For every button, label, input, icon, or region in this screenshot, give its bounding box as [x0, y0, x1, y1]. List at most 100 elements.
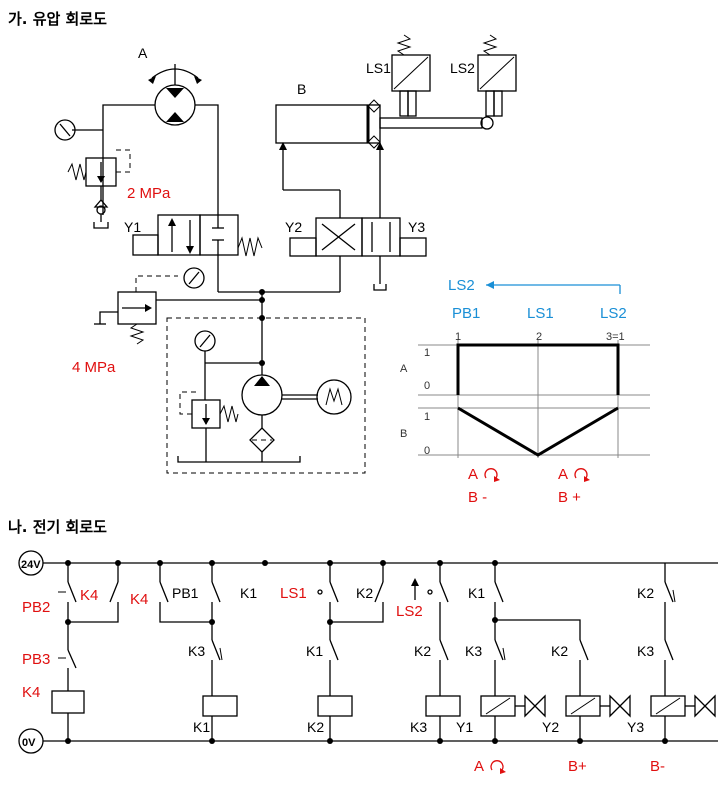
k2-no-contact-2 — [439, 639, 449, 661]
valve-y2y3-right-box — [361, 217, 401, 257]
k3-nc-contact-1 — [211, 639, 221, 661]
k1-contact2-label: K1 — [306, 643, 323, 659]
k1-contact3-label: K1 — [468, 585, 485, 601]
out-bminus-label: B- — [650, 758, 665, 775]
phase2-motor-label: A — [558, 466, 568, 483]
event-ls1-label: LS1 — [527, 305, 554, 322]
k2-self-hold-contact — [374, 581, 384, 603]
pressure-gauge-2-icon — [183, 267, 205, 289]
pressure-gauge-icon — [54, 119, 76, 141]
electric-heading: 나. 전기 회로도 — [8, 518, 107, 536]
phase1-motor-label: A — [468, 466, 478, 483]
ls2-switch-label: LS2 — [450, 60, 475, 76]
solenoid-y2-symbol — [289, 237, 317, 257]
k4-contact2-label: K4 — [130, 591, 148, 608]
ls1-switch-label: LS1 — [366, 60, 391, 76]
relay-coil-k2 — [317, 695, 353, 717]
phase2-cyl-label: B + — [558, 489, 581, 506]
phase1-cyl-label: B - — [468, 489, 487, 506]
k1-self-hold-contact — [211, 581, 221, 603]
k4-coil-label: K4 — [22, 684, 40, 701]
k2-contact3-label: K2 — [551, 643, 568, 659]
solenoid-valve-y1-icon — [524, 694, 546, 718]
hydraulic-heading: 가. 유압 회로도 — [8, 10, 107, 28]
cylinder-label: B — [297, 81, 306, 97]
ground-label: 0V — [22, 737, 36, 749]
motor-triangle-top — [166, 88, 184, 98]
y3-valve-label: Y3 — [408, 219, 425, 235]
level-a-0: 0 — [424, 380, 430, 392]
level-a-1: 1 — [424, 347, 430, 359]
supply-label: 24V — [21, 559, 41, 571]
step-2-label: 2 — [536, 331, 542, 343]
cylinder-b-symbol — [275, 104, 381, 144]
spring-icon — [67, 162, 87, 181]
k2-no-contact-3 — [579, 639, 589, 661]
out-bplus-label: B+ — [568, 758, 587, 775]
rotation-icon-3 — [490, 760, 504, 771]
k3-contact1-label: K3 — [188, 643, 205, 659]
pressure-2mpa-label: 2 MPa — [127, 185, 171, 202]
power-unit-box — [166, 317, 366, 474]
level-b-1: 1 — [424, 411, 430, 423]
solenoid-y3-symbol — [399, 237, 427, 257]
k3-contact3-label: K3 — [637, 643, 654, 659]
check-valve-icon — [93, 199, 109, 208]
cylinder-b-timing-line — [457, 406, 619, 457]
k3-nc-contact-2 — [494, 639, 504, 661]
motor-a-timing-line — [456, 343, 620, 395]
k2-contact2-label: K2 — [414, 643, 431, 659]
displacement-step-diagram: LS2 PB1 LS1 LS2 1 2 3=1 A B 1 0 1 0 A B … — [400, 277, 650, 506]
sol-y2-label: Y2 — [542, 719, 559, 735]
k4-contact1-label: K4 — [80, 587, 98, 604]
pb3-contact — [67, 649, 77, 669]
coil-k3-label: K3 — [410, 719, 427, 735]
y1-valve-label: Y1 — [124, 219, 141, 235]
k2-contact1-label: K2 — [356, 585, 373, 601]
ls2-elec-label: LS2 — [396, 603, 423, 620]
row-b-label: B — [400, 428, 407, 440]
coil-k1-label: K1 — [193, 719, 210, 735]
event-ls2-label: LS2 — [600, 305, 627, 322]
relay-coil-k4 — [51, 690, 85, 714]
electric-motor-symbol — [316, 379, 352, 415]
ls2-actuated-arrow-icon — [411, 578, 419, 586]
arrow-left-icon — [486, 281, 494, 289]
sol-y3-label: Y3 — [627, 719, 644, 735]
motor-triangle-bottom — [166, 112, 184, 122]
pb1-contact — [159, 581, 169, 603]
y2-valve-label: Y2 — [285, 219, 302, 235]
relay-coil-k1 — [202, 695, 238, 717]
pressure-4mpa-label: 4 MPa — [72, 359, 116, 376]
k2-contact4-label: K2 — [637, 585, 654, 601]
row-a-label: A — [400, 363, 408, 375]
step-1-label: 1 — [455, 331, 461, 343]
ls2-contact — [439, 581, 449, 603]
step-3-label: 3=1 — [606, 331, 625, 343]
valve-y1-left-box — [157, 214, 201, 256]
k2-nc-contact-4 — [664, 581, 674, 603]
pb3-label: PB3 — [22, 651, 50, 668]
rotation-icon-2 — [574, 468, 588, 479]
k3-contact2-label: K3 — [465, 643, 482, 659]
ls1-contact — [329, 581, 339, 603]
k4-self-hold-contact — [109, 581, 119, 603]
solenoid-valve-y3-icon — [694, 694, 716, 718]
pb2-contact — [67, 581, 77, 603]
ls1-elec-label: LS1 — [280, 585, 307, 602]
electric-circuit: 24V 0V PB2 K4 K4 PB3 — [18, 550, 718, 775]
level-b-0: 0 — [424, 445, 430, 457]
event-pb1-label: PB1 — [452, 305, 480, 322]
relay-coil-k3 — [425, 695, 461, 717]
k3-no-contact-3 — [664, 639, 674, 661]
out-a-label: A — [474, 758, 484, 775]
filter-symbol — [249, 427, 275, 453]
sol-y1-label: Y1 — [456, 719, 473, 735]
k1-no-contact-3 — [494, 581, 504, 603]
hydraulic-circuit: A 2 MPa Y1 — [54, 34, 517, 474]
solenoid-y1-symbol — [132, 234, 159, 256]
valve-y1-right-box — [199, 214, 239, 256]
ls2-arrow-label: LS2 — [448, 277, 475, 294]
motor-label: A — [138, 45, 148, 61]
